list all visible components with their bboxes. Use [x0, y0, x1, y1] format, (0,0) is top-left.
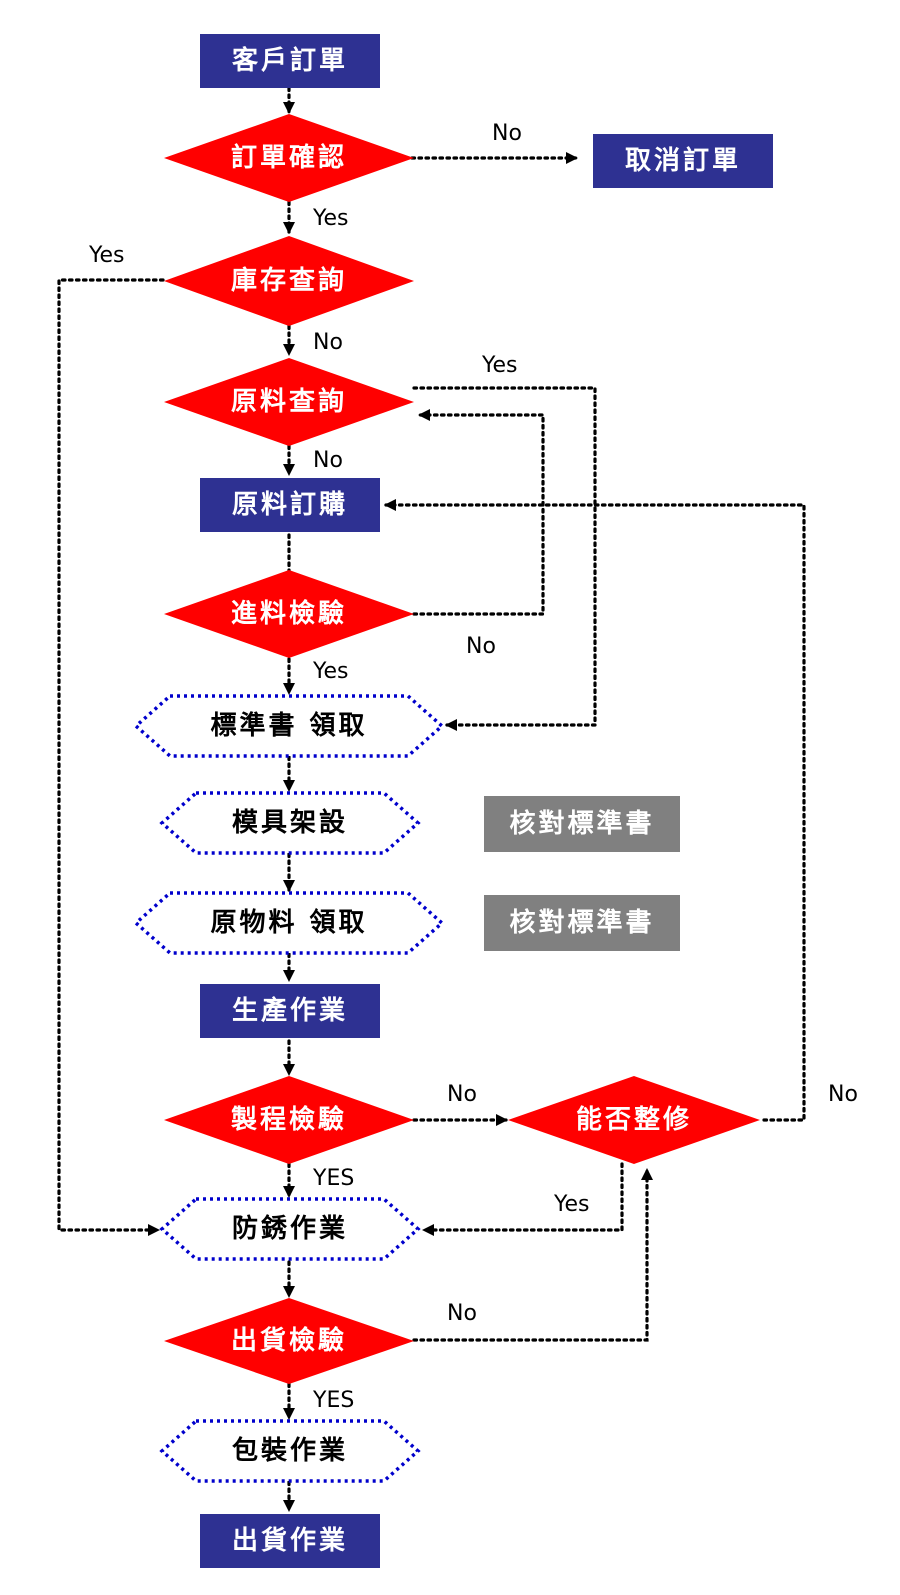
svg-text:原物料 領取: 原物料 領取 — [210, 907, 367, 938]
svg-text:取消訂單: 取消訂單 — [625, 145, 741, 176]
label-repair-yes: Yes — [553, 1192, 590, 1217]
svg-text:能否整修: 能否整修 — [576, 1104, 692, 1135]
label-confirm-yes: Yes — [312, 206, 349, 231]
svg-text:原料訂購: 原料訂購 — [232, 489, 348, 520]
node-raw-material-pickup: 原物料 領取 — [133, 891, 445, 955]
node-rust-prevention: 防銹作業 — [159, 1197, 421, 1261]
edges — [57, 86, 806, 1512]
label-process-yes: YES — [312, 1166, 354, 1191]
svg-text:包裝作業: 包裝作業 — [232, 1435, 348, 1466]
label-process-no: No — [447, 1082, 477, 1107]
node-packaging: 包裝作業 — [159, 1419, 421, 1483]
label-repair-no: No — [828, 1082, 858, 1107]
svg-text:生產作業: 生產作業 — [232, 995, 348, 1026]
node-standard-pickup: 標準書 領取 — [133, 694, 445, 758]
node-process-inspection: 製程檢驗 — [164, 1076, 414, 1164]
node-customer-order: 客戶訂單 — [200, 34, 380, 88]
label-confirm-no: No — [492, 121, 522, 146]
node-mold-setup: 模具架設 — [159, 791, 421, 855]
node-order-confirm: 訂單確認 — [164, 114, 414, 202]
edge-incoming-no-to-material — [412, 409, 545, 616]
svg-text:模具架設: 模具架設 — [232, 807, 348, 838]
label-shipping-yes: YES — [312, 1388, 354, 1413]
node-material-purchase: 原料訂購 — [200, 478, 380, 532]
svg-text:訂單確認: 訂單確認 — [231, 142, 347, 173]
label-shipping-no: No — [447, 1301, 477, 1326]
svg-text:出貨作業: 出貨作業 — [232, 1525, 348, 1556]
label-material-no: No — [313, 448, 343, 473]
note-verify-standard-2: 核對標準書 — [484, 895, 680, 951]
node-shipping: 出貨作業 — [200, 1514, 380, 1568]
edge-labels: No Yes Yes No Yes No No Yes No No YES Ye… — [88, 121, 858, 1413]
note-verify-standard-1: 核對標準書 — [484, 796, 680, 852]
svg-text:防銹作業: 防銹作業 — [232, 1213, 348, 1244]
node-incoming-inspection: 進料檢驗 — [164, 570, 414, 658]
svg-text:出貨檢驗: 出貨檢驗 — [231, 1325, 347, 1356]
edge-material-yes-to-standard — [412, 386, 597, 731]
node-shipping-inspection: 出貨檢驗 — [164, 1298, 414, 1384]
edge-shipping-no-to-repair — [412, 1168, 653, 1342]
node-stock-query: 庫存查詢 — [164, 236, 414, 326]
svg-text:進料檢驗: 進料檢驗 — [231, 598, 347, 629]
label-stock-no: No — [313, 330, 343, 355]
node-material-query: 原料查詢 — [164, 358, 414, 446]
svg-text:客戶訂單: 客戶訂單 — [232, 45, 348, 76]
svg-text:製程檢驗: 製程檢驗 — [231, 1104, 347, 1135]
edge-repair-no-to-purchase — [384, 499, 806, 1122]
label-incoming-yes: Yes — [312, 659, 349, 684]
node-cancel-order: 取消訂單 — [593, 134, 773, 188]
label-material-yes: Yes — [481, 353, 518, 378]
edge-repair-yes-to-rust — [422, 1162, 624, 1236]
svg-text:原料查詢: 原料查詢 — [231, 386, 347, 417]
svg-text:核對標準書: 核對標準書 — [509, 907, 654, 938]
node-production: 生產作業 — [200, 984, 380, 1038]
node-repairable: 能否整修 — [508, 1076, 760, 1164]
label-stock-yes: Yes — [88, 243, 125, 268]
svg-text:庫存查詢: 庫存查詢 — [231, 265, 347, 296]
label-incoming-no: No — [466, 634, 496, 659]
edge-stock-yes-to-rust — [57, 278, 165, 1236]
svg-text:核對標準書: 核對標準書 — [509, 808, 654, 839]
svg-text:標準書 領取: 標準書 領取 — [210, 710, 367, 741]
